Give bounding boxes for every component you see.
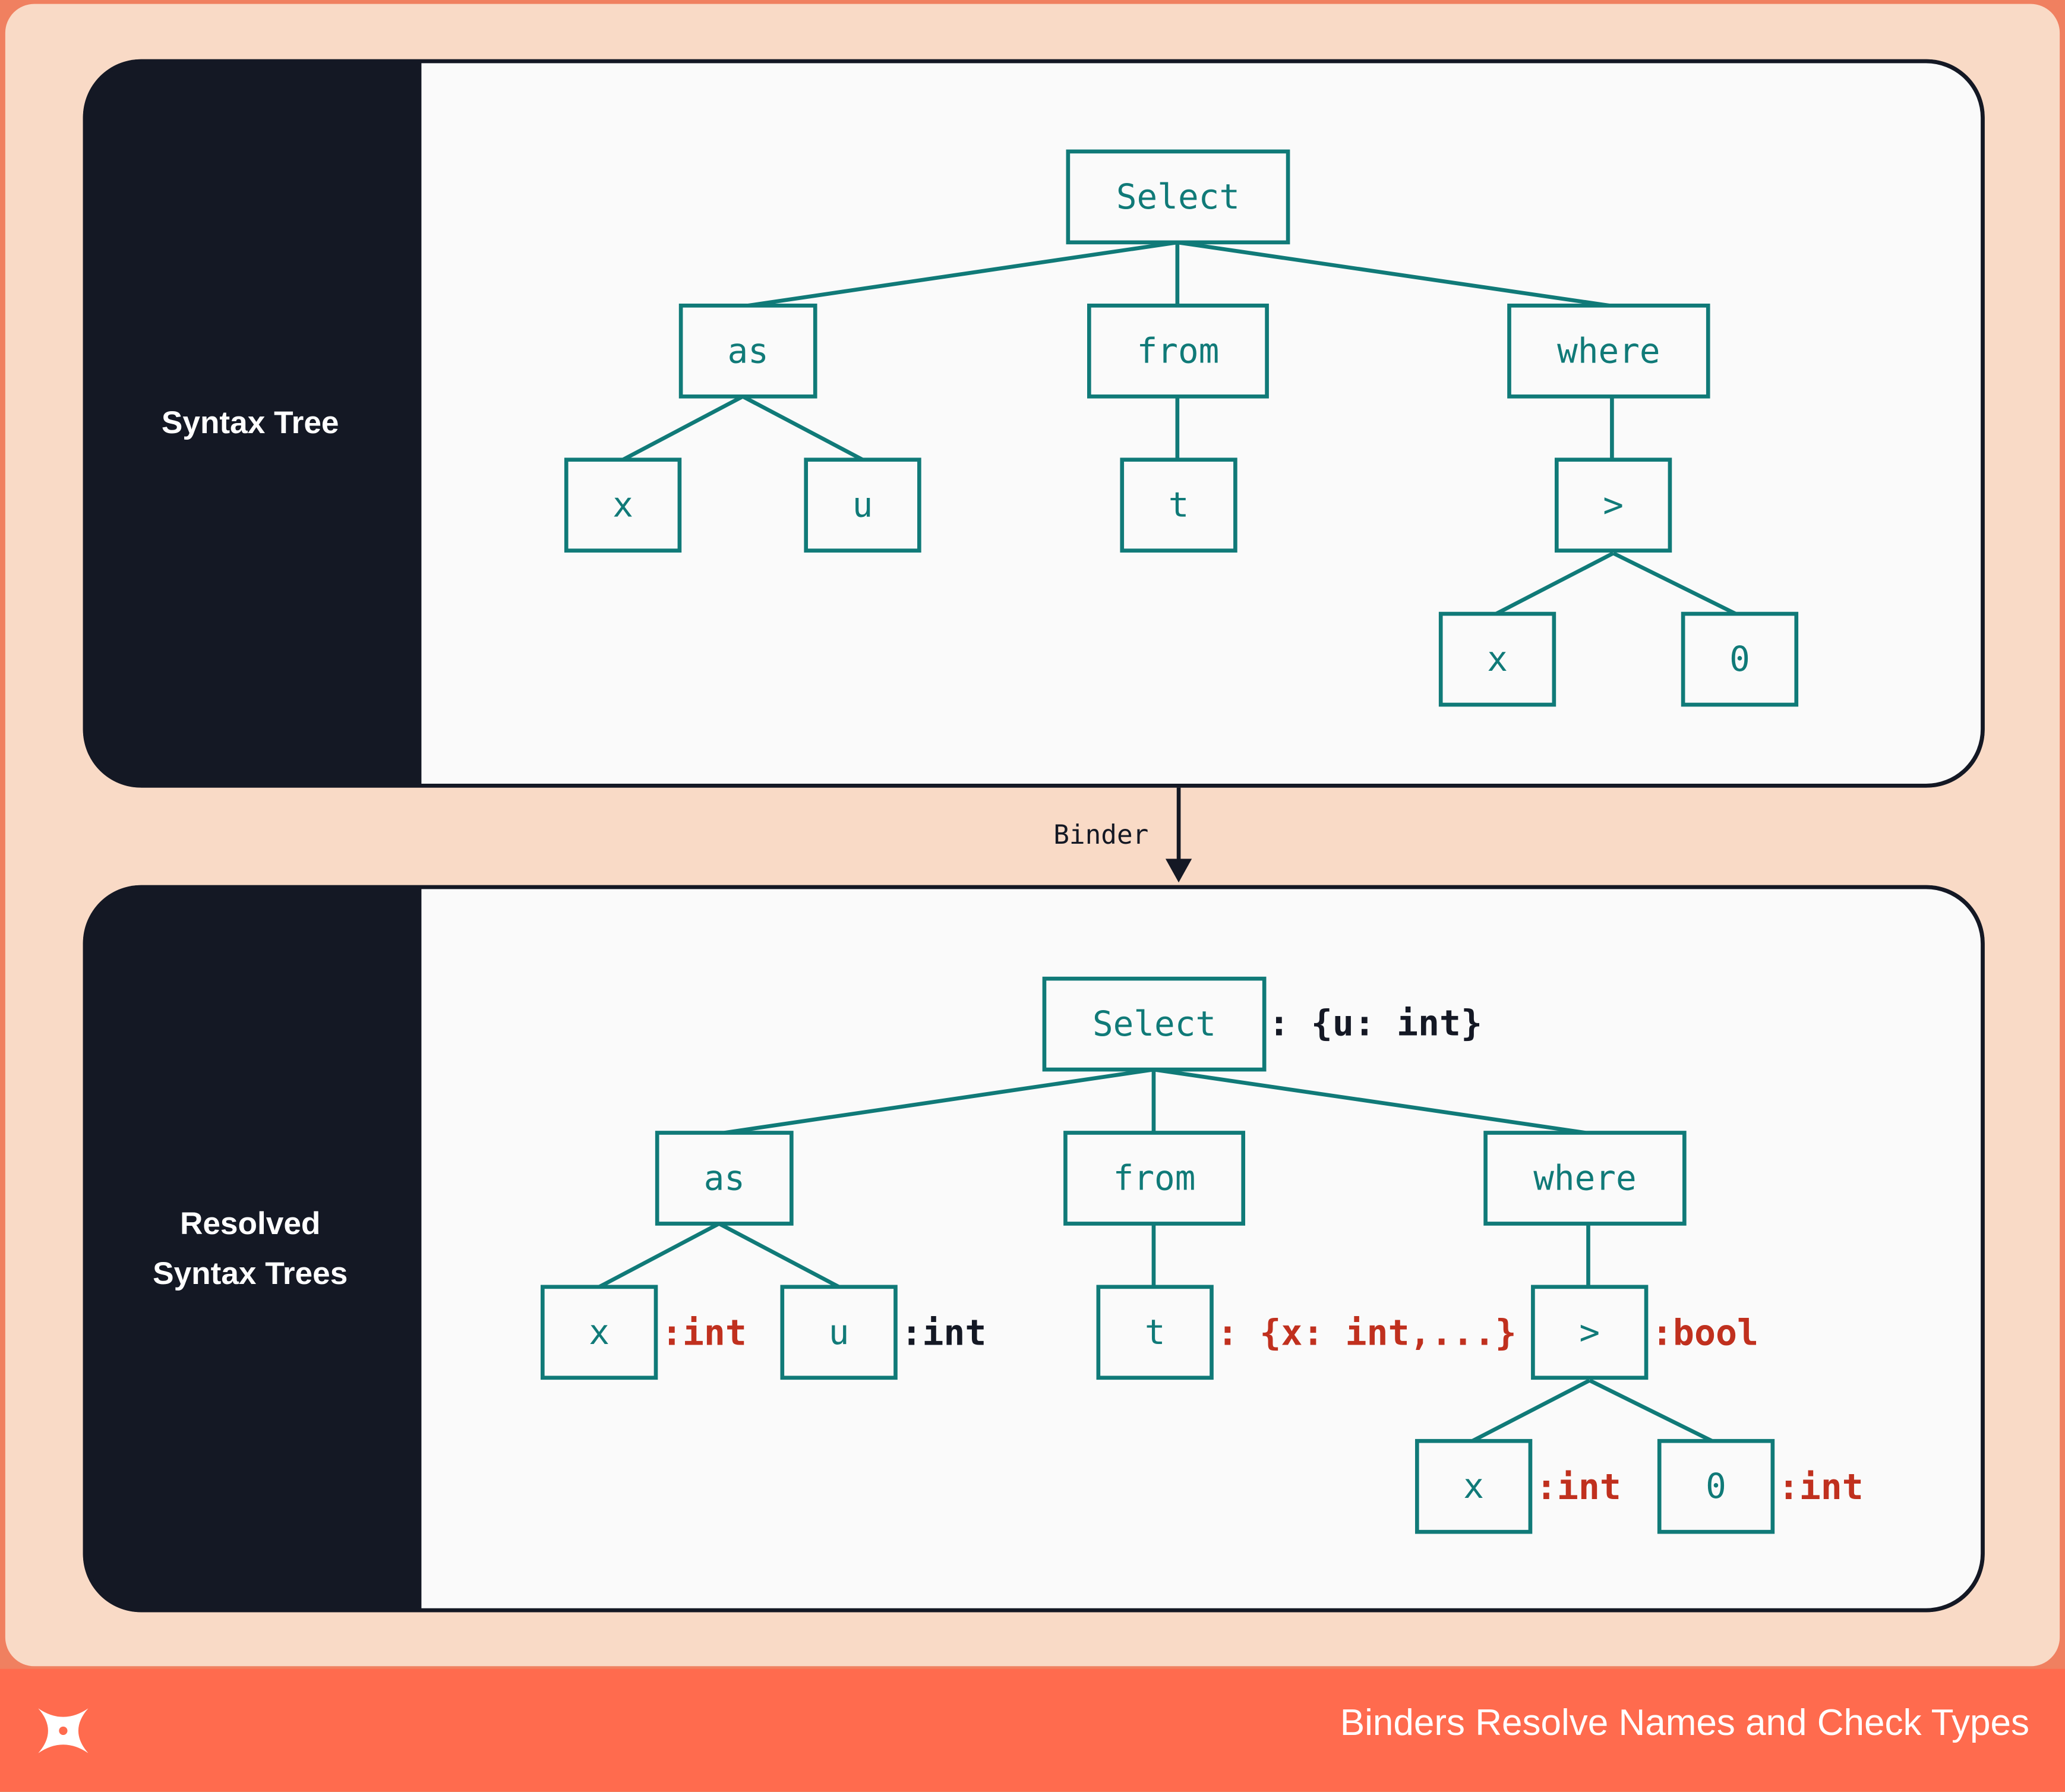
node-box xyxy=(1414,1438,1533,1534)
type-annotation-gt: :bool xyxy=(1652,1312,1758,1354)
node-label: Select xyxy=(1116,177,1240,217)
node-label: x xyxy=(612,485,633,525)
tree-edge xyxy=(1177,240,1610,308)
panel-label-line: Syntax Trees xyxy=(153,1256,348,1291)
tree-node-x2: x xyxy=(1438,611,1556,707)
node-label: x xyxy=(589,1313,610,1352)
node-label: x xyxy=(1463,1466,1484,1506)
type-annotation-x: :int xyxy=(661,1312,747,1354)
node-label: u xyxy=(852,485,873,525)
panel-label-line: Syntax Tree xyxy=(162,405,339,440)
node-box xyxy=(804,458,921,553)
node-box xyxy=(678,303,817,399)
tree-node-as: as xyxy=(655,1131,794,1226)
type-annotation-zero: :int xyxy=(1778,1466,1864,1508)
node-label: from xyxy=(1137,331,1220,371)
tree-node-where: where xyxy=(1483,1131,1687,1226)
node-label: t xyxy=(1169,485,1189,525)
type-annotation-u: :int xyxy=(901,1312,986,1354)
tree-node-gt: > xyxy=(1531,1285,1649,1380)
panel-border xyxy=(83,59,1985,788)
node-box xyxy=(1120,458,1237,553)
node-box xyxy=(1063,1131,1246,1226)
tree-node-select: Select xyxy=(1066,149,1290,245)
tree-node-as: as xyxy=(678,303,817,399)
tree-node-where: where xyxy=(1507,303,1710,399)
node-label: > xyxy=(1579,1313,1600,1352)
tree-node-gt: > xyxy=(1554,458,1672,553)
node-box xyxy=(1042,976,1267,1072)
panel-border xyxy=(83,885,1985,1613)
tree-node-x: x xyxy=(541,1285,658,1380)
tree-node-t: t xyxy=(1096,1285,1214,1380)
tree-edge xyxy=(1471,1378,1591,1443)
node-label: as xyxy=(704,1158,745,1198)
binder-arrow-head xyxy=(1165,859,1192,883)
tree-edge xyxy=(718,1222,840,1289)
type-annotation-select: : {u: int} xyxy=(1268,1002,1482,1044)
binder-label: Binder xyxy=(1053,820,1148,850)
node-label: Select xyxy=(1093,1004,1216,1044)
logo-dot xyxy=(59,1726,68,1736)
node-box xyxy=(780,1285,898,1380)
node-label: from xyxy=(1113,1158,1196,1198)
resolved-tree: Select as from where x u t > x 0 : {u: int} :int :in… xyxy=(541,976,1864,1534)
tree-node-select: Select xyxy=(1042,976,1267,1072)
node-label: > xyxy=(1603,485,1624,525)
tree-node-x2: x xyxy=(1414,1438,1533,1534)
node-label: 0 xyxy=(1729,639,1750,679)
tree-node-from: from xyxy=(1063,1131,1246,1226)
type-annotation-t: : {x: int,...} xyxy=(1217,1312,1516,1354)
tree-edge xyxy=(1153,1067,1586,1135)
node-box xyxy=(1096,1285,1214,1380)
node-box xyxy=(1087,303,1269,399)
tree-node-from: from xyxy=(1087,303,1269,399)
footer-bar xyxy=(0,1668,2065,1791)
node-box xyxy=(541,1285,658,1380)
panel-light-side xyxy=(421,887,1983,1611)
tree-edge xyxy=(1589,1378,1713,1443)
node-box xyxy=(1507,303,1710,399)
tree-edge xyxy=(1495,551,1615,616)
syntax-tree: Select as from where x u t > x 0 xyxy=(564,149,1799,707)
tree-node-zero: 0 xyxy=(1681,611,1799,707)
tree-node-zero: 0 xyxy=(1657,1438,1775,1534)
node-label: where xyxy=(1533,1158,1636,1198)
tree-edge xyxy=(747,240,1178,308)
node-label: u xyxy=(829,1313,850,1352)
panel-label-line: Resolved xyxy=(180,1206,321,1241)
node-box xyxy=(1554,458,1672,553)
panel-light-side xyxy=(421,61,1983,786)
node-label: where xyxy=(1557,331,1660,371)
tree-edge xyxy=(598,1222,720,1289)
node-box xyxy=(1483,1131,1687,1226)
footer-title: Binders Resolve Names and Check Types xyxy=(1340,1702,2029,1743)
type-annotation-x2: :int xyxy=(1536,1466,1621,1508)
tree-node-x: x xyxy=(564,458,682,553)
node-box xyxy=(1066,149,1290,245)
node-box xyxy=(655,1131,794,1226)
node-box xyxy=(1438,611,1556,707)
node-label: t xyxy=(1145,1313,1166,1352)
node-box xyxy=(1657,1438,1775,1534)
node-label: x xyxy=(1487,639,1508,679)
x-logo-icon xyxy=(38,1708,89,1753)
tree-edge xyxy=(741,395,864,462)
node-box xyxy=(1531,1285,1649,1380)
tree-node-t: t xyxy=(1120,458,1237,553)
node-label: 0 xyxy=(1706,1466,1726,1506)
node-box xyxy=(564,458,682,553)
tree-edge xyxy=(724,1067,1154,1135)
node-label: as xyxy=(727,331,768,371)
node-box xyxy=(1681,611,1799,707)
tree-node-u: u xyxy=(780,1285,898,1380)
tree-edge xyxy=(622,395,744,462)
tree-edge xyxy=(1612,551,1737,616)
tree-node-u: u xyxy=(804,458,921,553)
